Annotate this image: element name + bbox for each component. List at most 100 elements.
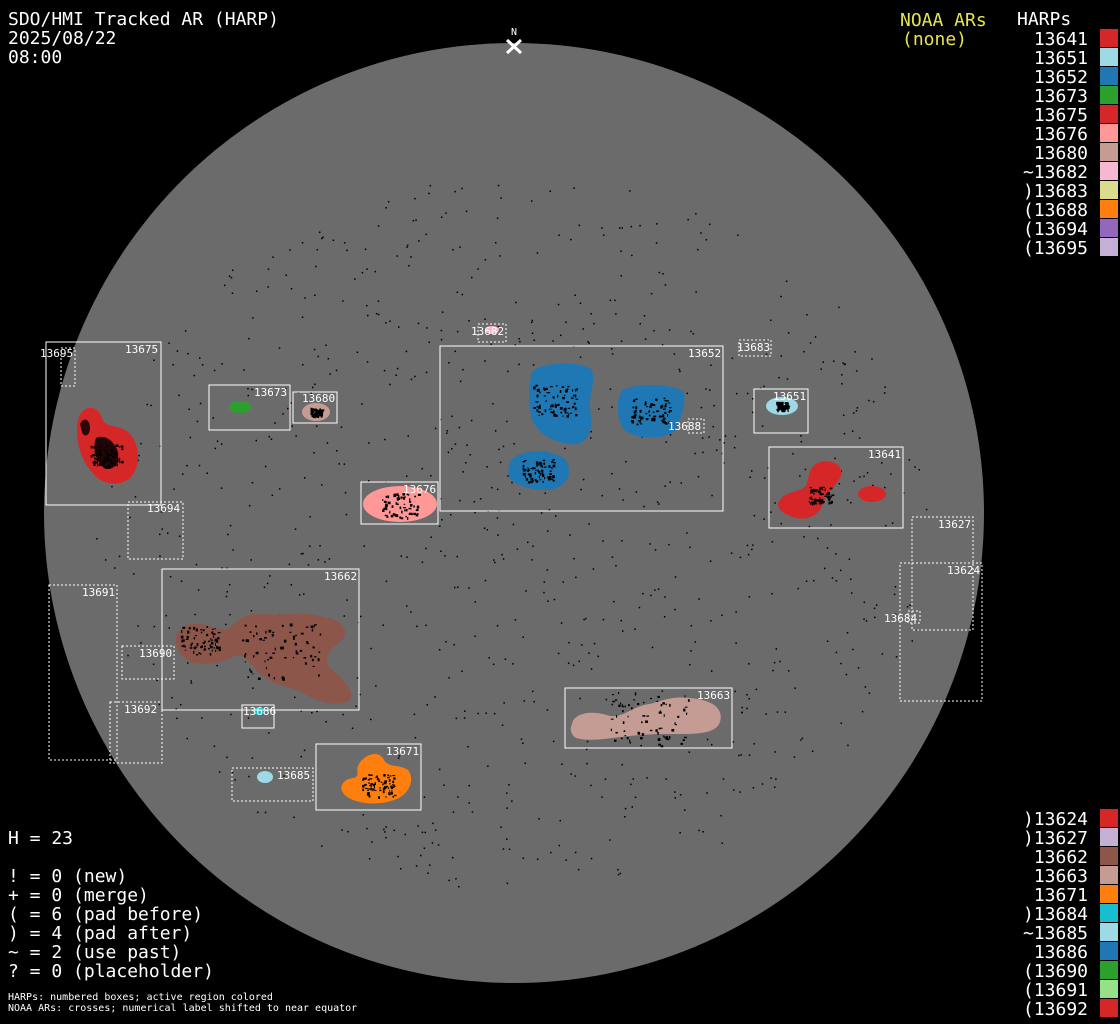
- legend-row: 13663: [1000, 866, 1120, 887]
- legend-label: (13692: [1022, 999, 1088, 1020]
- harp-box-13652[interactable]: [439, 345, 724, 512]
- legend-row: )13627: [1000, 828, 1120, 849]
- legend-row: 13652: [1000, 67, 1120, 88]
- legend-row: 13680: [1000, 143, 1120, 164]
- legend-swatch: [1100, 980, 1118, 998]
- time-label: 08:00: [8, 47, 63, 68]
- legend-label: )13683: [1022, 181, 1088, 202]
- legend-swatch: [1100, 143, 1118, 161]
- harp-box-13673[interactable]: [208, 384, 291, 431]
- harp-box-labels: 13695 13675 13673 13680 13682 13652 1368…: [40, 325, 980, 782]
- legend-label: 13651: [1033, 48, 1088, 69]
- stat-line: ! = 0 (new): [8, 866, 128, 887]
- legend-label: (13688: [1022, 200, 1088, 221]
- harp-label: 13652: [688, 347, 721, 360]
- harp-box-13624[interactable]: [899, 562, 983, 702]
- harp-box-13685[interactable]: [231, 767, 314, 802]
- harp-label: 13695: [40, 347, 73, 360]
- legend-label: )13624: [1022, 809, 1088, 830]
- harp-label: 13692: [124, 703, 157, 716]
- harp-label: 13690: [139, 647, 172, 660]
- legend-swatch: [1100, 124, 1118, 142]
- active-region-13686: [253, 707, 265, 715]
- legend-label: 13680: [1033, 143, 1088, 164]
- stat-line: ? = 0 (placeholder): [8, 961, 214, 982]
- legend-label: 13686: [1033, 942, 1088, 963]
- harp-box-13682[interactable]: [477, 323, 507, 343]
- active-region-13685: [257, 771, 273, 783]
- date-label: 2025/08/22: [8, 28, 117, 49]
- legend-label: ~13685: [1022, 923, 1088, 944]
- harp-box-13695[interactable]: [60, 347, 76, 387]
- harp-label: 13686: [243, 705, 276, 718]
- harp-box-13627[interactable]: [911, 516, 974, 631]
- harps-legend-title: HARPs: [1017, 9, 1072, 30]
- legend-swatch: [1100, 828, 1118, 846]
- harp-label: 13651: [773, 390, 806, 403]
- active-region-13671: [341, 753, 412, 804]
- noaa-title: NOAA ARs: [900, 10, 987, 31]
- harp-label: 13691: [82, 586, 115, 599]
- harp-box-13683[interactable]: [738, 339, 772, 357]
- sunspot-cores: [90, 384, 835, 799]
- harp-box-13686[interactable]: [241, 704, 275, 729]
- harp-box-13684[interactable]: [907, 610, 921, 624]
- harp-box-13688[interactable]: [687, 418, 705, 434]
- legend-row: (13690: [1000, 961, 1120, 982]
- legend-label: (13695: [1022, 238, 1088, 259]
- legend-label: )13684: [1022, 904, 1088, 925]
- legend-label: 13663: [1033, 866, 1088, 887]
- legend-swatch: [1100, 942, 1118, 960]
- legend-swatch: [1100, 866, 1118, 884]
- harp-label: 13694: [147, 502, 180, 515]
- harp-box-13662[interactable]: [161, 568, 360, 711]
- stat-line: + = 0 (merge): [8, 885, 149, 906]
- harp-box-13680[interactable]: [292, 391, 338, 424]
- legend-row: ~13685: [1000, 923, 1120, 944]
- active-region-13663: [570, 697, 721, 740]
- harp-box-13676[interactable]: [360, 481, 439, 525]
- harp-box-13641[interactable]: [768, 446, 904, 529]
- legend-swatch: [1100, 162, 1118, 180]
- legend-row: (13691: [1000, 980, 1120, 1001]
- footnote: NOAA ARs: crosses; numerical label shift…: [8, 1003, 358, 1014]
- legend-swatch: [1100, 847, 1118, 865]
- stat-line: ( = 6 (pad before): [8, 904, 204, 925]
- harp-label: 13680: [302, 392, 335, 405]
- legend-row: 13662: [1000, 847, 1120, 868]
- active-region-13641-b: [858, 486, 886, 502]
- legend-row: (13692: [1000, 999, 1120, 1020]
- harp-boxes: [45, 323, 983, 811]
- harp-box-13691[interactable]: [48, 584, 118, 761]
- legend-label: (13690: [1022, 961, 1088, 982]
- harp-box-13671[interactable]: [315, 743, 422, 811]
- active-region-13641: [778, 461, 842, 519]
- harp-count: H = 23: [8, 828, 74, 849]
- harp-box-13651[interactable]: [753, 388, 809, 434]
- legend-label: (13691: [1022, 980, 1088, 1001]
- legend-label: 13641: [1033, 29, 1088, 50]
- stat-line: ) = 4 (pad after): [8, 923, 193, 944]
- harp-label: 13676: [403, 483, 436, 496]
- harp-box-13692[interactable]: [109, 701, 163, 764]
- active-region-13652-b: [617, 384, 685, 438]
- active-region-13662: [175, 613, 352, 704]
- legend-label: 13675: [1033, 105, 1088, 126]
- harp-box-13675[interactable]: [45, 341, 162, 506]
- harp-box-13690[interactable]: [121, 645, 175, 680]
- legend-swatch: [1100, 105, 1118, 123]
- page-title: SDO/HMI Tracked AR (HARP): [8, 9, 279, 30]
- legend-label: )13627: [1022, 828, 1088, 849]
- harp-label: 13685: [277, 769, 310, 782]
- legend-label: 13662: [1033, 847, 1088, 868]
- harp-label: 13682: [471, 325, 504, 338]
- harp-box-13663[interactable]: [564, 687, 733, 749]
- harp-label: 13662: [324, 570, 357, 583]
- harp-label: 13683: [737, 341, 770, 354]
- legend-swatch: [1100, 48, 1118, 66]
- stat-line: ~ = 2 (use past): [8, 942, 182, 963]
- legend-row: 13671: [1000, 885, 1120, 906]
- legend-row: )13683: [1000, 181, 1120, 202]
- legend-swatch: [1100, 200, 1118, 218]
